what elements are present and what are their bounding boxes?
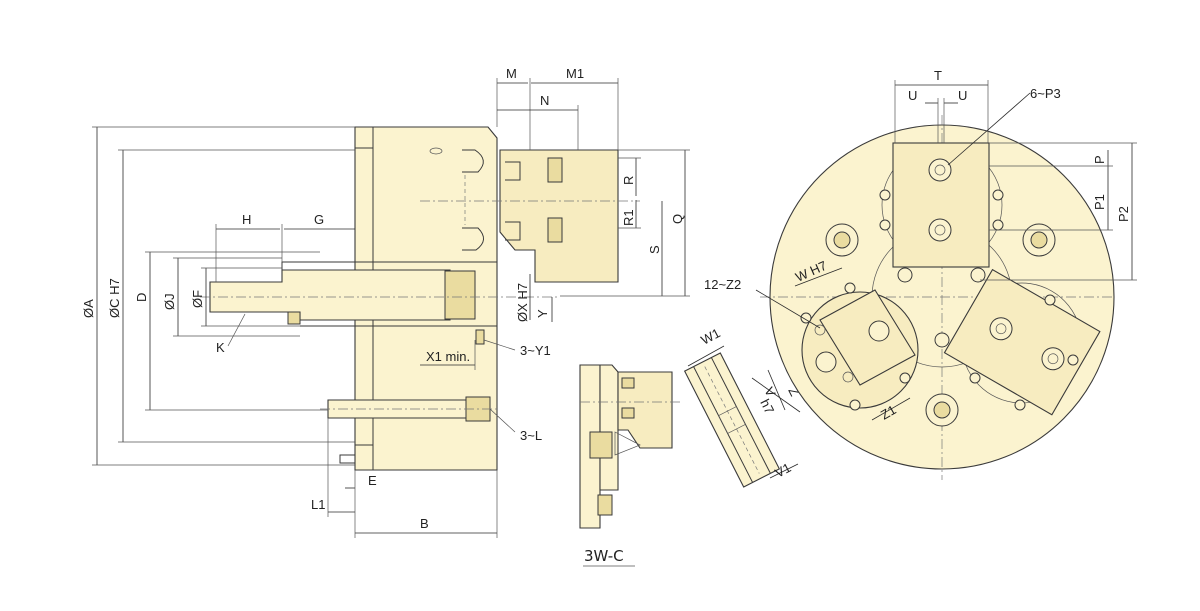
label-H: H: [242, 212, 251, 227]
label-P2: P2: [1116, 206, 1131, 222]
side-view-dimensions: [92, 78, 690, 538]
front-view-dimensions: [755, 80, 1137, 421]
drawbar-nut: [444, 270, 476, 320]
label-W1: W1: [698, 325, 722, 347]
label-V1: V1: [772, 460, 793, 481]
side-view-labels: ØA ØC H7 D ØJ ØF H G K M M1 N R R1 S Q Ø…: [81, 66, 685, 531]
small-bolts: [800, 189, 1079, 411]
label-dF: ØF: [190, 290, 205, 308]
label-G: G: [314, 212, 324, 227]
label-D: D: [134, 293, 149, 302]
jaw-variant-3wc: 3W-C: [579, 364, 680, 567]
jaw-bolt-upper: [547, 157, 563, 183]
caption-3wc: 3W-C: [584, 547, 624, 565]
label-h7: h7: [757, 397, 777, 417]
label-B: B: [420, 516, 429, 531]
label-N: N: [540, 93, 549, 108]
front-jaw-top: [881, 142, 1003, 268]
label-U2: U: [958, 88, 967, 103]
front-jaw-left: [801, 289, 919, 409]
label-dJ: ØJ: [162, 293, 177, 310]
label-dC: ØC H7: [107, 278, 122, 318]
drawbar: [209, 269, 451, 321]
label-R: R: [621, 176, 636, 185]
front-jaw-right: [943, 268, 1101, 416]
label-M1: M1: [566, 66, 584, 81]
label-X1: X1 min.: [426, 349, 470, 364]
label-S: S: [647, 245, 662, 254]
label-U1: U: [908, 88, 917, 103]
label-K: K: [216, 340, 225, 355]
label-P: P: [1092, 155, 1107, 164]
jaw-bolt-lower: [547, 217, 563, 243]
top-jaw: [499, 149, 619, 283]
side-view: [200, 126, 640, 471]
label-Q: Q: [670, 214, 685, 224]
label-Z2: 12~Z2: [704, 277, 741, 292]
jaw-detail-view: [683, 352, 781, 488]
label-M: M: [506, 66, 517, 81]
label-E: E: [368, 473, 377, 488]
front-view: T U U 6~P3 P P1 P2 W H7 12~Z2 Z1: [704, 68, 1137, 480]
label-Y1: 3~Y1: [520, 343, 551, 358]
label-P1: P1: [1092, 194, 1107, 210]
label-L1: L1: [311, 497, 325, 512]
label-dX: ØX H7: [515, 283, 530, 322]
label-Y: Y: [535, 309, 550, 318]
front-view-labels: T U U 6~P3 P P1 P2 W H7 12~Z2 Z1: [704, 68, 1131, 423]
label-L: 3~L: [520, 428, 542, 443]
label-T: T: [934, 68, 942, 83]
label-P3: 6~P3: [1030, 86, 1061, 101]
label-R1: R1: [621, 209, 636, 226]
label-dA: ØA: [81, 299, 96, 318]
label-Z1: Z1: [878, 402, 899, 423]
